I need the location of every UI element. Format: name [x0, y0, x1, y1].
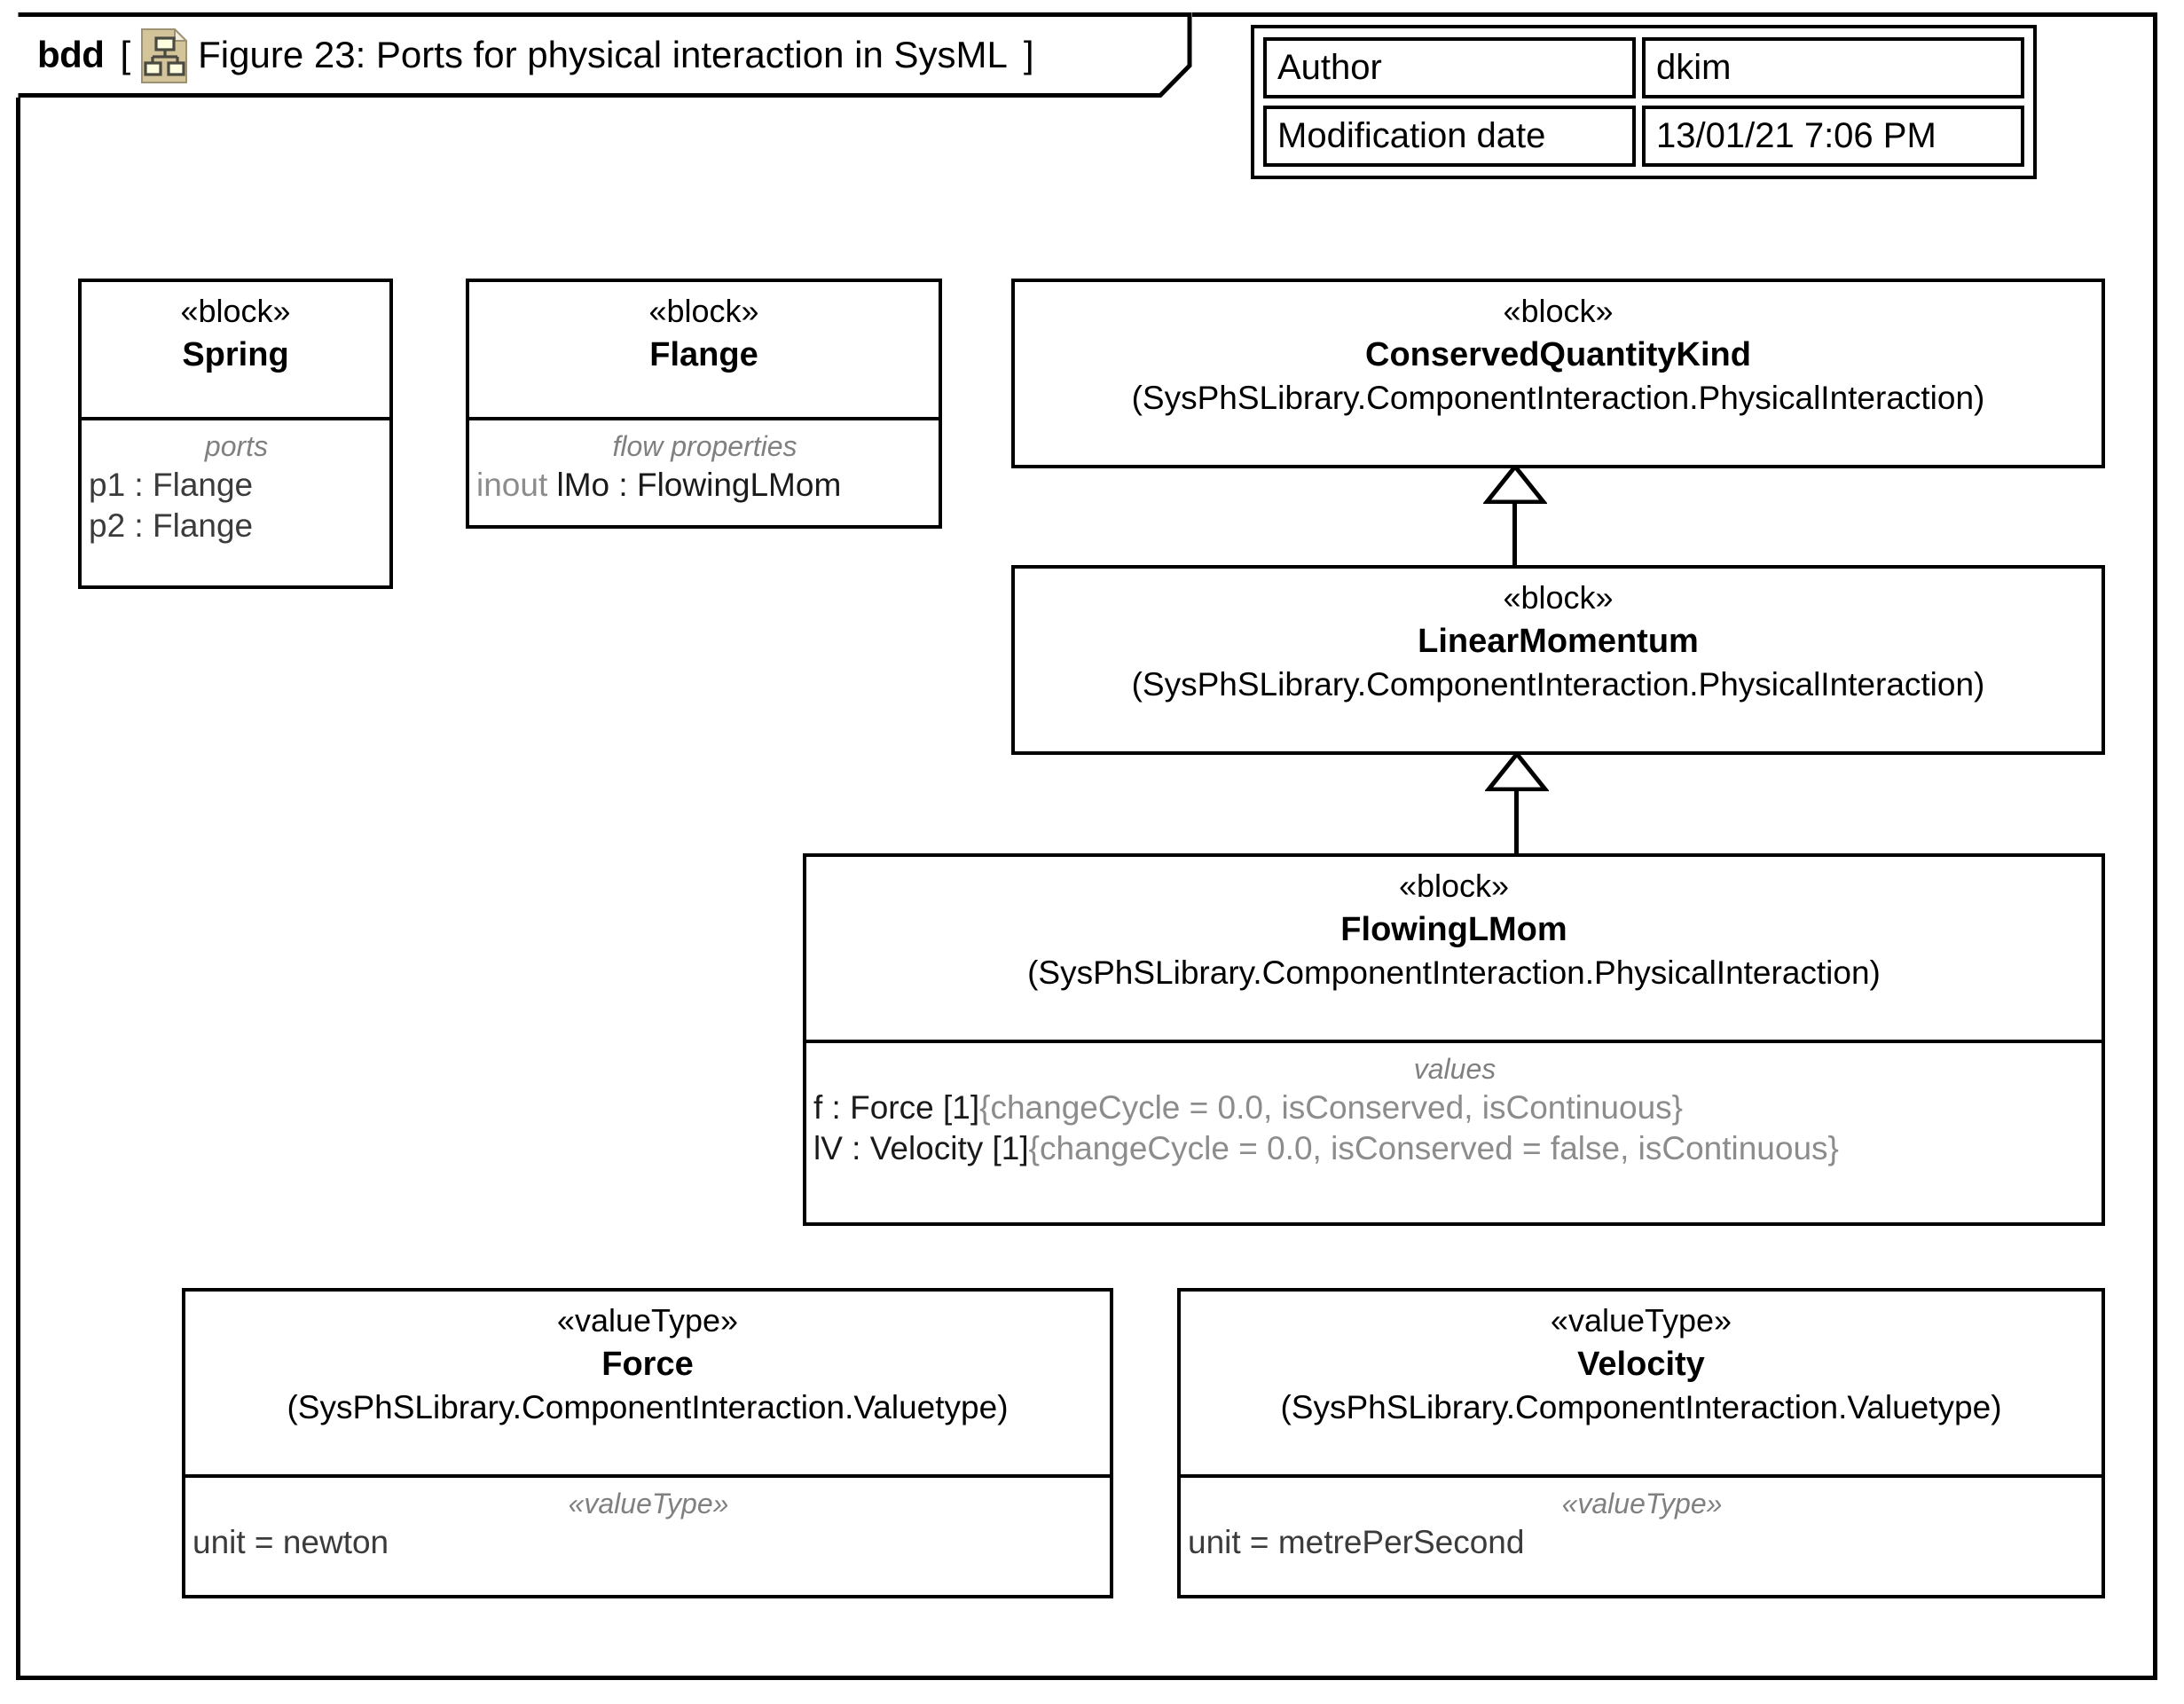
metadata-row-author: Author dkim	[1263, 37, 2024, 98]
block-flange-name: Flange	[649, 336, 758, 374]
block-force-unit: unit = newton	[192, 1524, 389, 1561]
diagram-kind-label: bdd	[37, 34, 105, 75]
block-velocity-values-compartment: «valueType» unit = metrePerSecond	[1181, 1474, 2102, 1598]
block-spring-ports-compartment: ports p1 : Flange p2 : Flange	[82, 417, 389, 589]
bracket-open: [	[120, 34, 131, 75]
block-force-values-compartment: «valueType» unit = newton	[185, 1474, 1110, 1598]
block-force-stereotype: «valueType»	[556, 1302, 739, 1339]
block-flowing-lmom[interactable]: «block» FlowingLMom (SysPhSLibrary.Compo…	[803, 853, 2105, 1226]
block-force-name: Force	[601, 1346, 694, 1384]
block-spring[interactable]: «block» Spring ports p1 : Flange p2 : Fl…	[78, 279, 393, 589]
block-flowing-lmom-name-compartment: «block» FlowingLMom (SysPhSLibrary.Compo…	[806, 857, 2102, 1040]
block-spring-name-compartment: «block» Spring	[82, 282, 389, 417]
flow-property-body: lMo : FlowingLMom	[556, 467, 842, 504]
block-flange-compartment-label: flow properties	[612, 430, 797, 462]
block-spring-stereotype: «block»	[180, 293, 291, 329]
block-velocity-qualified-name: (SysPhSLibrary.ComponentInteraction.Valu…	[1280, 1389, 2002, 1426]
metadata-row-modification-date: Modification date 13/01/21 7:06 PM	[1263, 106, 2024, 167]
block-conserved-quantity-kind-name-compartment: «block» ConservedQuantityKind (SysPhSLib…	[1015, 282, 2102, 465]
block-linear-momentum-stereotype: «block»	[1503, 579, 1614, 616]
block-flange[interactable]: «block» Flange flow properties inout lMo…	[466, 279, 942, 529]
value-f-constraints: {changeCycle = 0.0, isConserved, isConti…	[979, 1089, 1684, 1127]
block-linear-momentum[interactable]: «block» LinearMomentum (SysPhSLibrary.Co…	[1011, 565, 2105, 755]
block-spring-name: Spring	[182, 336, 289, 374]
metadata-value-modification-date: 13/01/21 7:06 PM	[1642, 106, 2024, 167]
bracket-close: ]	[1023, 34, 1034, 75]
block-velocity-unit: unit = metrePerSecond	[1188, 1524, 1525, 1561]
block-conserved-quantity-kind-qualified-name: (SysPhSLibrary.ComponentInteraction.Phys…	[1131, 380, 1985, 417]
block-linear-momentum-name-compartment: «block» LinearMomentum (SysPhSLibrary.Co…	[1015, 569, 2102, 751]
block-spring-port-p1: p1 : Flange	[89, 467, 254, 504]
block-velocity[interactable]: «valueType» Velocity (SysPhSLibrary.Comp…	[1177, 1288, 2105, 1598]
generalization-line-flowinglmom-to-linearmomentum	[1514, 784, 1519, 855]
block-flowing-lmom-qualified-name: (SysPhSLibrary.ComponentInteraction.Phys…	[1027, 954, 1881, 992]
block-flowing-lmom-stereotype: «block»	[1398, 868, 1510, 904]
block-velocity-compartment-label: «valueType»	[1561, 1488, 1723, 1519]
block-flange-stereotype: «block»	[648, 293, 759, 329]
block-conserved-quantity-kind-stereotype: «block»	[1503, 293, 1614, 329]
metadata-value-author: dkim	[1642, 37, 2024, 98]
flow-property-direction: inout	[476, 467, 548, 504]
block-spring-compartment-label: ports	[204, 430, 269, 462]
block-conserved-quantity-kind-name: ConservedQuantityKind	[1365, 336, 1751, 374]
block-flowing-lmom-name: FlowingLMom	[1340, 911, 1567, 949]
block-definition-diagram-icon	[141, 27, 189, 83]
metadata-label-author: Author	[1263, 37, 1636, 98]
value-f-name: f : Force [1]	[813, 1089, 980, 1127]
block-conserved-quantity-kind[interactable]: «block» ConservedQuantityKind (SysPhSLib…	[1011, 279, 2105, 468]
diagram-frame-tab-content: bdd [ Figure 23: Ports for physical inte…	[16, 12, 1192, 98]
value-lv-constraints: {changeCycle = 0.0, isConserved = false,…	[1028, 1129, 1839, 1166]
block-velocity-name: Velocity	[1577, 1346, 1705, 1384]
block-flange-name-compartment: «block» Flange	[469, 282, 939, 417]
value-lv-name: lV : Velocity [1]	[813, 1129, 1029, 1166]
block-flange-flow-properties-compartment: flow properties inout lMo : FlowingLMom	[469, 417, 939, 529]
generalization-arrow-flowinglmom-to-linearmomentum	[1485, 752, 1549, 791]
diagram-title: Figure 23: Ports for physical interactio…	[198, 34, 1008, 75]
block-force-compartment-label: «valueType»	[568, 1488, 729, 1519]
block-velocity-stereotype: «valueType»	[1550, 1302, 1732, 1339]
block-velocity-name-compartment: «valueType» Velocity (SysPhSLibrary.Comp…	[1181, 1292, 2102, 1474]
block-linear-momentum-name: LinearMomentum	[1418, 623, 1699, 661]
block-flowing-lmom-values-compartment: values f : Force [1]{changeCycle = 0.0, …	[806, 1040, 2102, 1226]
generalization-arrow-linearmomentum-to-conservedquantitykind	[1483, 465, 1547, 504]
block-linear-momentum-qualified-name: (SysPhSLibrary.ComponentInteraction.Phys…	[1131, 666, 1985, 703]
block-flange-flow-property-lmo: inout lMo : FlowingLMom	[476, 465, 933, 505]
block-flowing-lmom-compartment-label: values	[1413, 1053, 1497, 1085]
generalization-line-linearmomentum-to-conservedquantitykind	[1512, 497, 1517, 565]
block-force-qualified-name: (SysPhSLibrary.ComponentInteraction.Valu…	[287, 1389, 1009, 1426]
block-flowing-lmom-value-f: f : Force [1]{changeCycle = 0.0, isConse…	[813, 1088, 2096, 1127]
metadata-label-modification-date: Modification date	[1263, 106, 1636, 167]
block-force-name-compartment: «valueType» Force (SysPhSLibrary.Compone…	[185, 1292, 1110, 1474]
block-spring-port-p2: p2 : Flange	[89, 506, 254, 544]
metadata-table: Author dkim Modification date 13/01/21 7…	[1251, 25, 2037, 179]
block-flowing-lmom-value-lv: lV : Velocity [1]{changeCycle = 0.0, isC…	[813, 1128, 2096, 1168]
block-force[interactable]: «valueType» Force (SysPhSLibrary.Compone…	[182, 1288, 1113, 1598]
